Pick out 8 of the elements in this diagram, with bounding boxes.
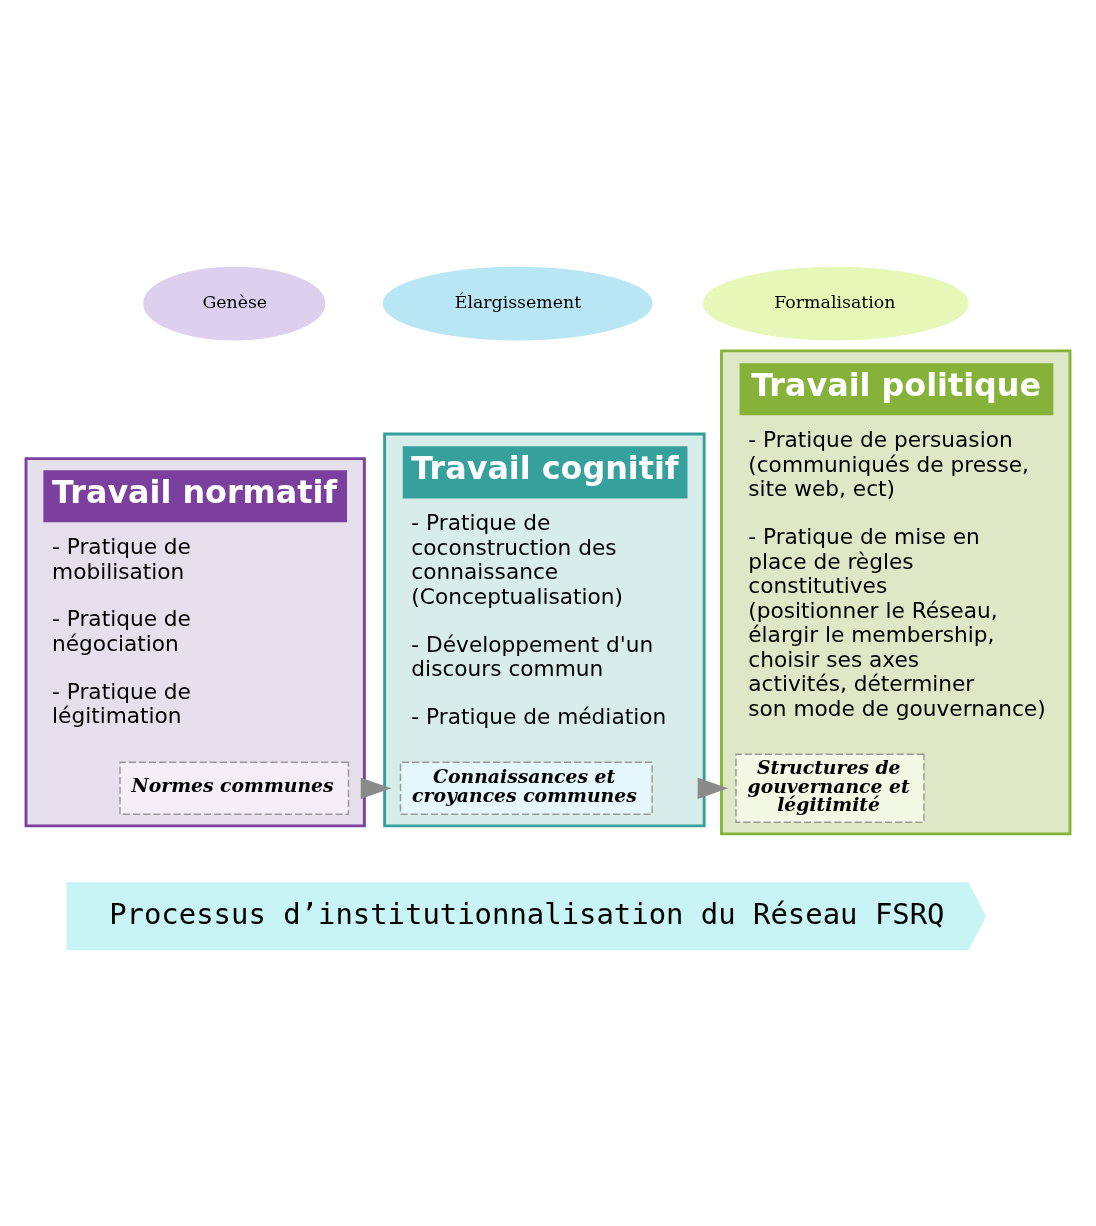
arrow [360, 777, 392, 799]
node-ellipse: Genèse [143, 266, 326, 341]
node-box: Normes communes [119, 761, 350, 816]
node-ellipse: Formalisation [702, 266, 969, 341]
arrow [697, 777, 729, 799]
node-box: Connaissances et croyances communes [399, 761, 653, 816]
node-box: Structures de gouvernance et légitimité [735, 753, 925, 824]
node-ellipse: Élargissement [382, 266, 653, 341]
